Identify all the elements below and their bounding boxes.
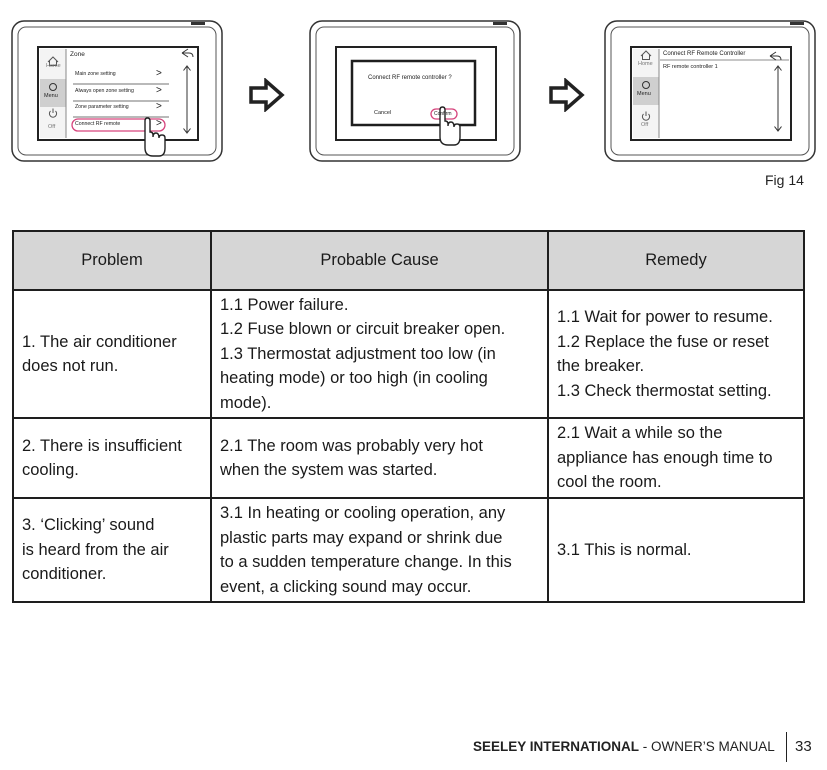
controller-screen-rf-list: Home Menu Off Connect RF Remote Controll…: [604, 20, 816, 162]
remedy-cell: 1.1 Wait for power to resume. 1.2 Replac…: [547, 289, 805, 419]
cause-cell: 2.1 The room was probably very hot when …: [210, 417, 549, 499]
cause-cell: 1.1 Power failure. 1.2 Fuse blown or cir…: [210, 289, 549, 419]
side-menu-label: Menu: [44, 93, 58, 99]
home-icon[interactable]: [640, 50, 652, 60]
figure-caption: Fig 14: [765, 172, 804, 188]
page-number: 33: [795, 738, 812, 755]
controller-frame-3: [604, 20, 816, 162]
gear-icon[interactable]: [49, 83, 57, 91]
problem-line: 3. ‘Clicking’ sound: [22, 516, 155, 535]
cause-line: 2.1 The room was probably very hot: [220, 436, 483, 455]
power-icon[interactable]: [641, 111, 651, 121]
page-divider: [786, 732, 787, 762]
connect-rf-highlight[interactable]: [71, 118, 166, 132]
scroll-arrows-icon[interactable]: [774, 65, 782, 132]
cause-line: 1.3 Thermostat adjustment too low (in: [220, 344, 496, 363]
cause-cell: 3.1 In heating or cooling operation, any…: [210, 497, 549, 603]
controller-screen-zone: Home Menu Off Zone Main zone setting Alw…: [11, 20, 223, 162]
controller-frame-2: [309, 20, 521, 162]
menu-item-zone-parameter[interactable]: Zone parameter setting: [75, 104, 129, 110]
remedy-line: 2.1 Wait a while so the: [557, 424, 723, 443]
table-row: 3. ‘Clicking’ sound is heard from the ai…: [12, 497, 805, 603]
cause-line: to a sudden temperature change. In this: [220, 553, 512, 571]
cause-line: plastic parts may expand or shrink due: [220, 528, 503, 547]
gear-icon[interactable]: [642, 81, 650, 89]
controller-screen-confirm: Connect RF remote controller ? Cancel Co…: [309, 20, 521, 162]
controller-frame-1: [11, 20, 223, 162]
remedy-line: appliance has enough time to: [557, 448, 773, 467]
cause-line: mode).: [220, 393, 272, 412]
footer-brand: SEELEY INTERNATIONAL: [473, 739, 640, 754]
remedy-line: the breaker.: [557, 357, 645, 375]
side-home-label: Home: [46, 63, 61, 69]
footer-manual: - OWNER’S MANUAL: [639, 739, 775, 754]
scroll-arrows-icon[interactable]: [183, 65, 191, 134]
cause-line: event, a clicking sound may occur.: [220, 577, 472, 596]
header-remedy: Remedy: [547, 230, 805, 291]
remedy-line: 1.3 Check thermostat setting.: [557, 381, 772, 400]
rf-controller-item[interactable]: RF remote controller 1: [663, 64, 718, 70]
remedy-line: cool the room.: [557, 473, 662, 492]
cause-line: 1.1 Power failure.: [220, 295, 349, 314]
problem-line: cooling.: [22, 461, 79, 479]
menu-item-always-open[interactable]: Always open zone setting: [75, 88, 134, 94]
footer-text: SEELEY INTERNATIONAL - OWNER’S MANUAL: [473, 739, 775, 754]
back-icon[interactable]: [181, 48, 194, 58]
cause-line: 1.2 Fuse blown or circuit breaker open.: [220, 320, 506, 339]
table-row: 2. There is insufficient cooling. 2.1 Th…: [12, 417, 805, 499]
problem-line: 1. The air conditioner: [22, 332, 177, 351]
screen-title: Zone: [70, 51, 85, 58]
problem-cell: 2. There is insufficient cooling.: [12, 417, 212, 499]
cause-line: heating mode) or too high (in cooling: [220, 369, 488, 388]
side-off-label: Off: [641, 122, 649, 128]
problem-line: 2. There is insufficient: [22, 436, 182, 455]
chevron-icon: >: [156, 85, 162, 96]
remedy-cell: 3.1 This is normal.: [547, 497, 805, 603]
remedy-line: 1.2 Replace the fuse or reset: [557, 332, 769, 351]
cause-line: 3.1 In heating or cooling operation, any: [220, 504, 506, 522]
side-off-label: Off: [48, 124, 56, 130]
problem-cell: 1. The air conditioner does not run.: [12, 289, 212, 419]
pointing-hand-icon: [439, 106, 461, 146]
header-problem: Problem: [12, 230, 212, 291]
menu-item-main-zone[interactable]: Main zone setting: [75, 71, 116, 77]
chevron-icon: >: [156, 118, 162, 129]
problem-line: is heard from the air: [22, 540, 169, 559]
problem-line: conditioner.: [22, 565, 107, 584]
cause-line: when the system was started.: [220, 461, 438, 479]
table-row: 1. The air conditioner does not run. 1.1…: [12, 289, 805, 419]
chevron-icon: >: [156, 68, 162, 79]
side-menu-label: Menu: [637, 91, 651, 97]
side-home-label: Home: [638, 61, 653, 67]
cancel-button[interactable]: Cancel: [374, 110, 392, 116]
remedy-line: 1.1 Wait for power to resume.: [557, 308, 773, 326]
header-probable-cause: Probable Cause: [210, 230, 549, 291]
home-icon[interactable]: [47, 56, 59, 66]
step-arrow-icon: [549, 78, 585, 112]
problem-cell: 3. ‘Clicking’ sound is heard from the ai…: [12, 497, 212, 603]
table-header-row: Problem Probable Cause Remedy: [12, 230, 805, 291]
step-arrow-icon: [249, 78, 285, 112]
screen-title: Connect RF Remote Controller: [663, 51, 746, 57]
power-icon[interactable]: [48, 108, 58, 118]
pointing-hand-icon: [144, 117, 166, 157]
remedy-line: 3.1 This is normal.: [557, 540, 692, 559]
back-icon[interactable]: [769, 51, 782, 61]
menu-item-connect-rf[interactable]: Connect RF remote: [75, 121, 121, 127]
troubleshooting-table: Problem Probable Cause Remedy 1. The air…: [12, 230, 805, 603]
confirm-button[interactable]: Confirm: [434, 111, 452, 117]
chevron-icon: >: [156, 101, 162, 112]
remedy-cell: 2.1 Wait a while so the appliance has en…: [547, 417, 805, 499]
dialog-message: Connect RF remote controller ?: [368, 75, 452, 81]
problem-line: does not run.: [22, 357, 119, 375]
